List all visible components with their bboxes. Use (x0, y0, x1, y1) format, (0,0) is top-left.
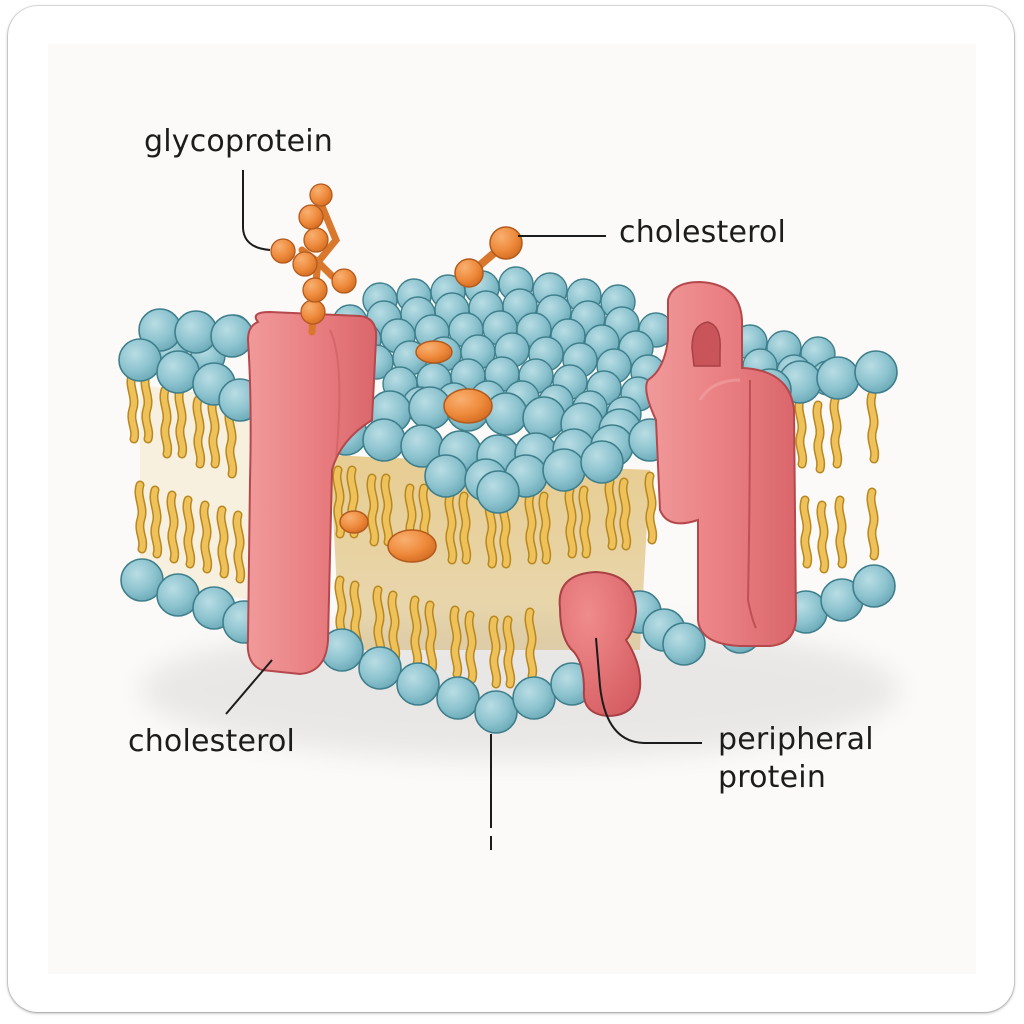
cholesterol-bottom-leader-line (225, 659, 273, 715)
cholesterol-molecule-surface (415, 340, 453, 364)
cholesterol-molecule-top (454, 226, 523, 288)
leader-lines (225, 170, 702, 850)
cholesterol-molecule-core (387, 529, 437, 563)
peripheral-protein-leader-line (595, 637, 702, 744)
fatty-acid-tails-right (799, 395, 875, 569)
label-cholesterol-top: cholesterol (619, 215, 787, 250)
label-cholesterol-bottom: cholesterol (128, 724, 296, 759)
peripheral-protein (558, 570, 642, 718)
integral-protein-left (246, 310, 378, 676)
label-glycoprotein: glycoprotein (144, 124, 334, 159)
glycoprotein-leader-line (242, 170, 271, 251)
cholesterol-molecule-core-small (339, 510, 369, 534)
cholesterol-molecule-surface-large (443, 388, 493, 424)
label-peripheral-protein-line2: protein (718, 760, 827, 795)
channel-protein-right (645, 280, 798, 647)
label-peripheral-protein-line1: peripheral (718, 722, 874, 757)
glycoprotein-chain (270, 183, 357, 336)
